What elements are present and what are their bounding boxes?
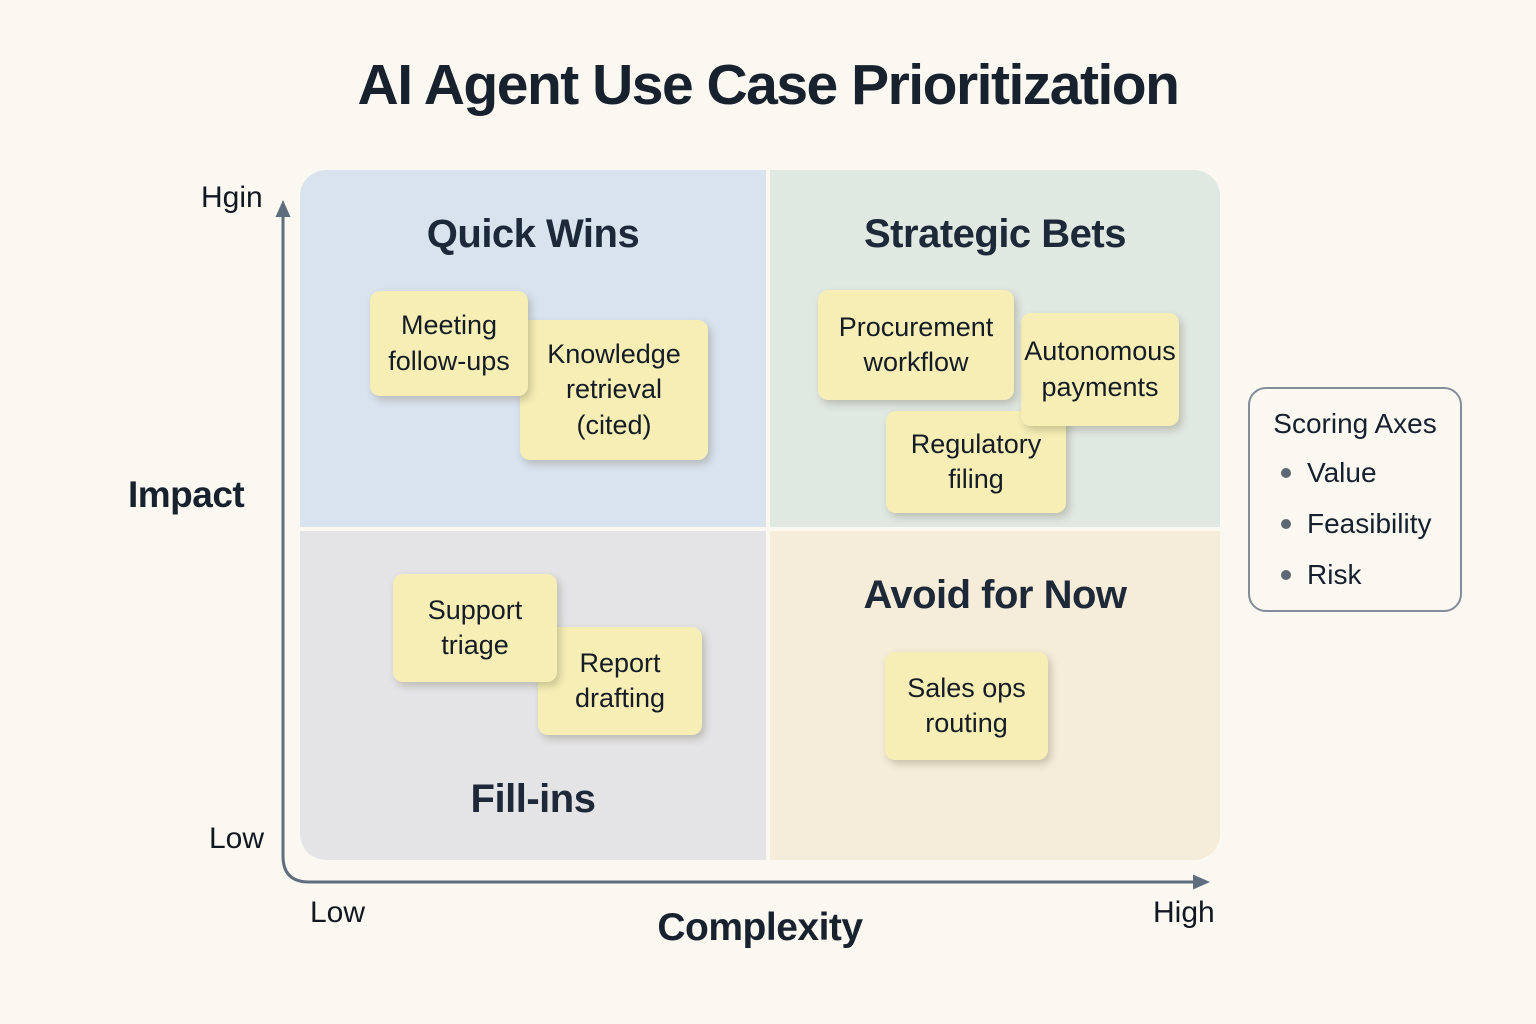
bullet-icon	[1281, 570, 1291, 580]
y-axis-bottom-label: Low	[209, 822, 265, 855]
x-axis-right-label: High	[1153, 896, 1215, 929]
sticky-note-meeting-follow-ups[interactable]: Meeting follow-ups	[370, 291, 528, 396]
x-axis-left-label: Low	[310, 896, 366, 929]
legend-item-label: Value	[1307, 457, 1377, 488]
sticky-note-regulatory-filing[interactable]: Regulatory filing	[886, 411, 1066, 513]
legend-item-label: Risk	[1307, 559, 1362, 590]
legend-item-label: Feasibility	[1307, 508, 1432, 539]
legend-item-risk: Risk	[1281, 559, 1460, 591]
legend-item-value: Value	[1281, 457, 1460, 489]
sticky-note-support-triage[interactable]: Support triage	[393, 574, 557, 682]
sticky-note-knowledge-retrieval[interactable]: Knowledge retrieval (cited)	[520, 320, 708, 460]
x-axis-title: Complexity	[657, 906, 863, 949]
priority-matrix: Quick Wins Strategic Bets Fill-ins Avoid…	[300, 170, 1220, 860]
quadrant-fill-ins-label: Fill-ins	[470, 777, 596, 821]
quadrant-quick-wins-label: Quick Wins	[426, 212, 640, 256]
sticky-note-report-drafting[interactable]: Report drafting	[538, 627, 702, 735]
sticky-note-sales-ops-routing[interactable]: Sales ops routing	[885, 652, 1048, 760]
page-title: AI Agent Use Case Prioritization	[357, 53, 1180, 117]
y-axis-title: Impact	[128, 474, 245, 515]
bullet-icon	[1281, 519, 1291, 529]
y-axis-arrowhead-icon	[275, 200, 291, 217]
legend-title: Scoring Axes	[1273, 408, 1437, 439]
bullet-icon	[1281, 468, 1291, 478]
quadrant-strategic-bets-label: Strategic Bets	[864, 212, 1126, 256]
sticky-note-procurement-workflow[interactable]: Procurement workflow	[818, 290, 1014, 400]
x-axis-arrowhead-icon	[1193, 874, 1210, 890]
legend-list: Value Feasibility Risk	[1250, 457, 1460, 591]
y-axis-top-label: Hgin	[201, 181, 263, 214]
scoring-axes-legend: Scoring Axes Value Feasibility Risk	[1248, 387, 1462, 612]
quadrant-avoid-for-now-label: Avoid for Now	[863, 573, 1127, 617]
legend-item-feasibility: Feasibility	[1281, 508, 1460, 540]
sticky-note-autonomous-payments[interactable]: Autonomous payments	[1021, 313, 1179, 426]
